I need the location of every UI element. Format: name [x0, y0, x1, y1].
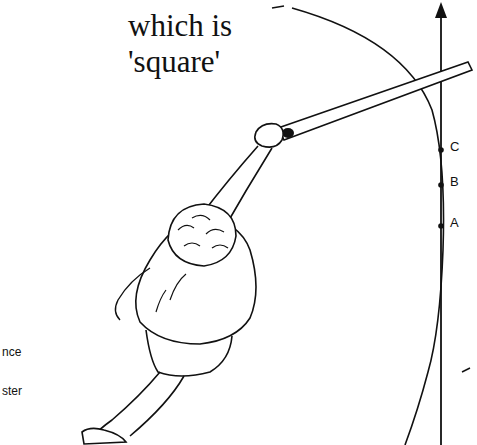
arm [202, 146, 258, 214]
shirt-fold [170, 274, 186, 300]
point-label: B [450, 175, 459, 190]
swing-arc [292, 8, 444, 445]
back-arm [115, 268, 150, 320]
leg [94, 372, 160, 436]
foot [82, 428, 126, 444]
tick-mark [272, 6, 284, 8]
shirt-fold [156, 290, 166, 312]
cut-text: nce [2, 346, 21, 360]
point-label: A [450, 216, 459, 231]
cut-text: ster [2, 385, 22, 399]
hips [146, 330, 232, 376]
hands [255, 124, 283, 147]
head [168, 204, 236, 266]
point-dot [438, 182, 444, 188]
bat [278, 62, 472, 140]
arrow-head [435, 2, 447, 18]
hair [178, 215, 228, 248]
leg [130, 376, 184, 436]
point-label: C [450, 140, 459, 155]
point-dot [438, 147, 444, 153]
point-dot [438, 223, 444, 229]
tick-mark [462, 368, 470, 372]
caption-note: which is 'square' [128, 8, 268, 79]
